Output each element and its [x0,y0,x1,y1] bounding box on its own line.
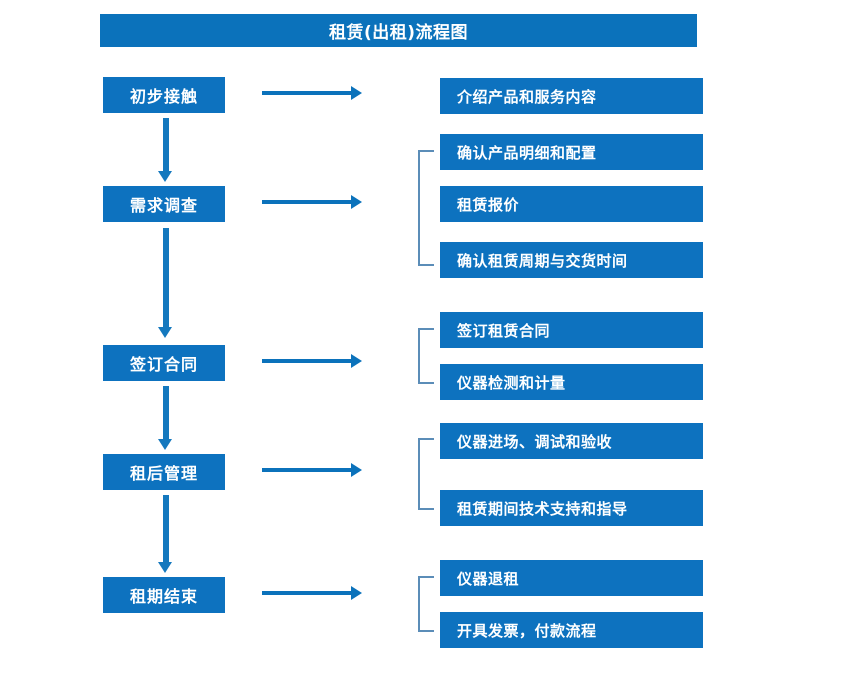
down-arrow-icon [158,495,172,573]
arrow-shaft [262,359,352,363]
detail-box[interactable]: 租赁期间技术支持和指导 [440,490,703,526]
detail-box[interactable]: 仪器进场、调试和验收 [440,423,703,459]
arrow-shaft [163,228,169,327]
stage-box[interactable]: 需求调查 [103,186,225,222]
group-bracket [418,438,434,510]
detail-box[interactable]: 确认产品明细和配置 [440,134,703,170]
stage-box[interactable]: 租后管理 [103,454,225,490]
right-arrow-icon [262,195,362,209]
down-arrow-icon [158,118,172,182]
arrow-head [351,195,362,209]
detail-box[interactable]: 仪器退租 [440,560,703,596]
arrow-head [158,439,172,450]
arrow-shaft [163,118,169,171]
group-bracket [418,328,434,384]
stage-box[interactable]: 初步接触 [103,77,225,113]
arrow-head [158,562,172,573]
detail-box[interactable]: 确认租赁周期与交货时间 [440,242,703,278]
arrow-head [351,586,362,600]
detail-box[interactable]: 签订租赁合同 [440,312,703,348]
down-arrow-icon [158,386,172,450]
group-bracket [418,576,434,632]
stage-box[interactable]: 签订合同 [103,345,225,381]
detail-box[interactable]: 开具发票，付款流程 [440,612,703,648]
arrow-head [351,463,362,477]
right-arrow-icon [262,463,362,477]
arrow-head [351,354,362,368]
arrow-shaft [262,468,352,472]
arrow-shaft [262,200,352,204]
detail-box[interactable]: 介绍产品和服务内容 [440,78,703,114]
arrow-shaft [262,591,352,595]
arrow-head [158,171,172,182]
arrow-shaft [163,386,169,439]
arrow-head [351,86,362,100]
right-arrow-icon [262,586,362,600]
right-arrow-icon [262,354,362,368]
stage-box[interactable]: 租期结束 [103,577,225,613]
group-bracket [418,150,434,266]
chart-title: 租赁(出租)流程图 [100,14,697,47]
arrow-head [158,327,172,338]
detail-box[interactable]: 仪器检测和计量 [440,364,703,400]
arrow-shaft [262,91,352,95]
right-arrow-icon [262,86,362,100]
down-arrow-icon [158,228,172,338]
detail-box[interactable]: 租赁报价 [440,186,703,222]
arrow-shaft [163,495,169,562]
